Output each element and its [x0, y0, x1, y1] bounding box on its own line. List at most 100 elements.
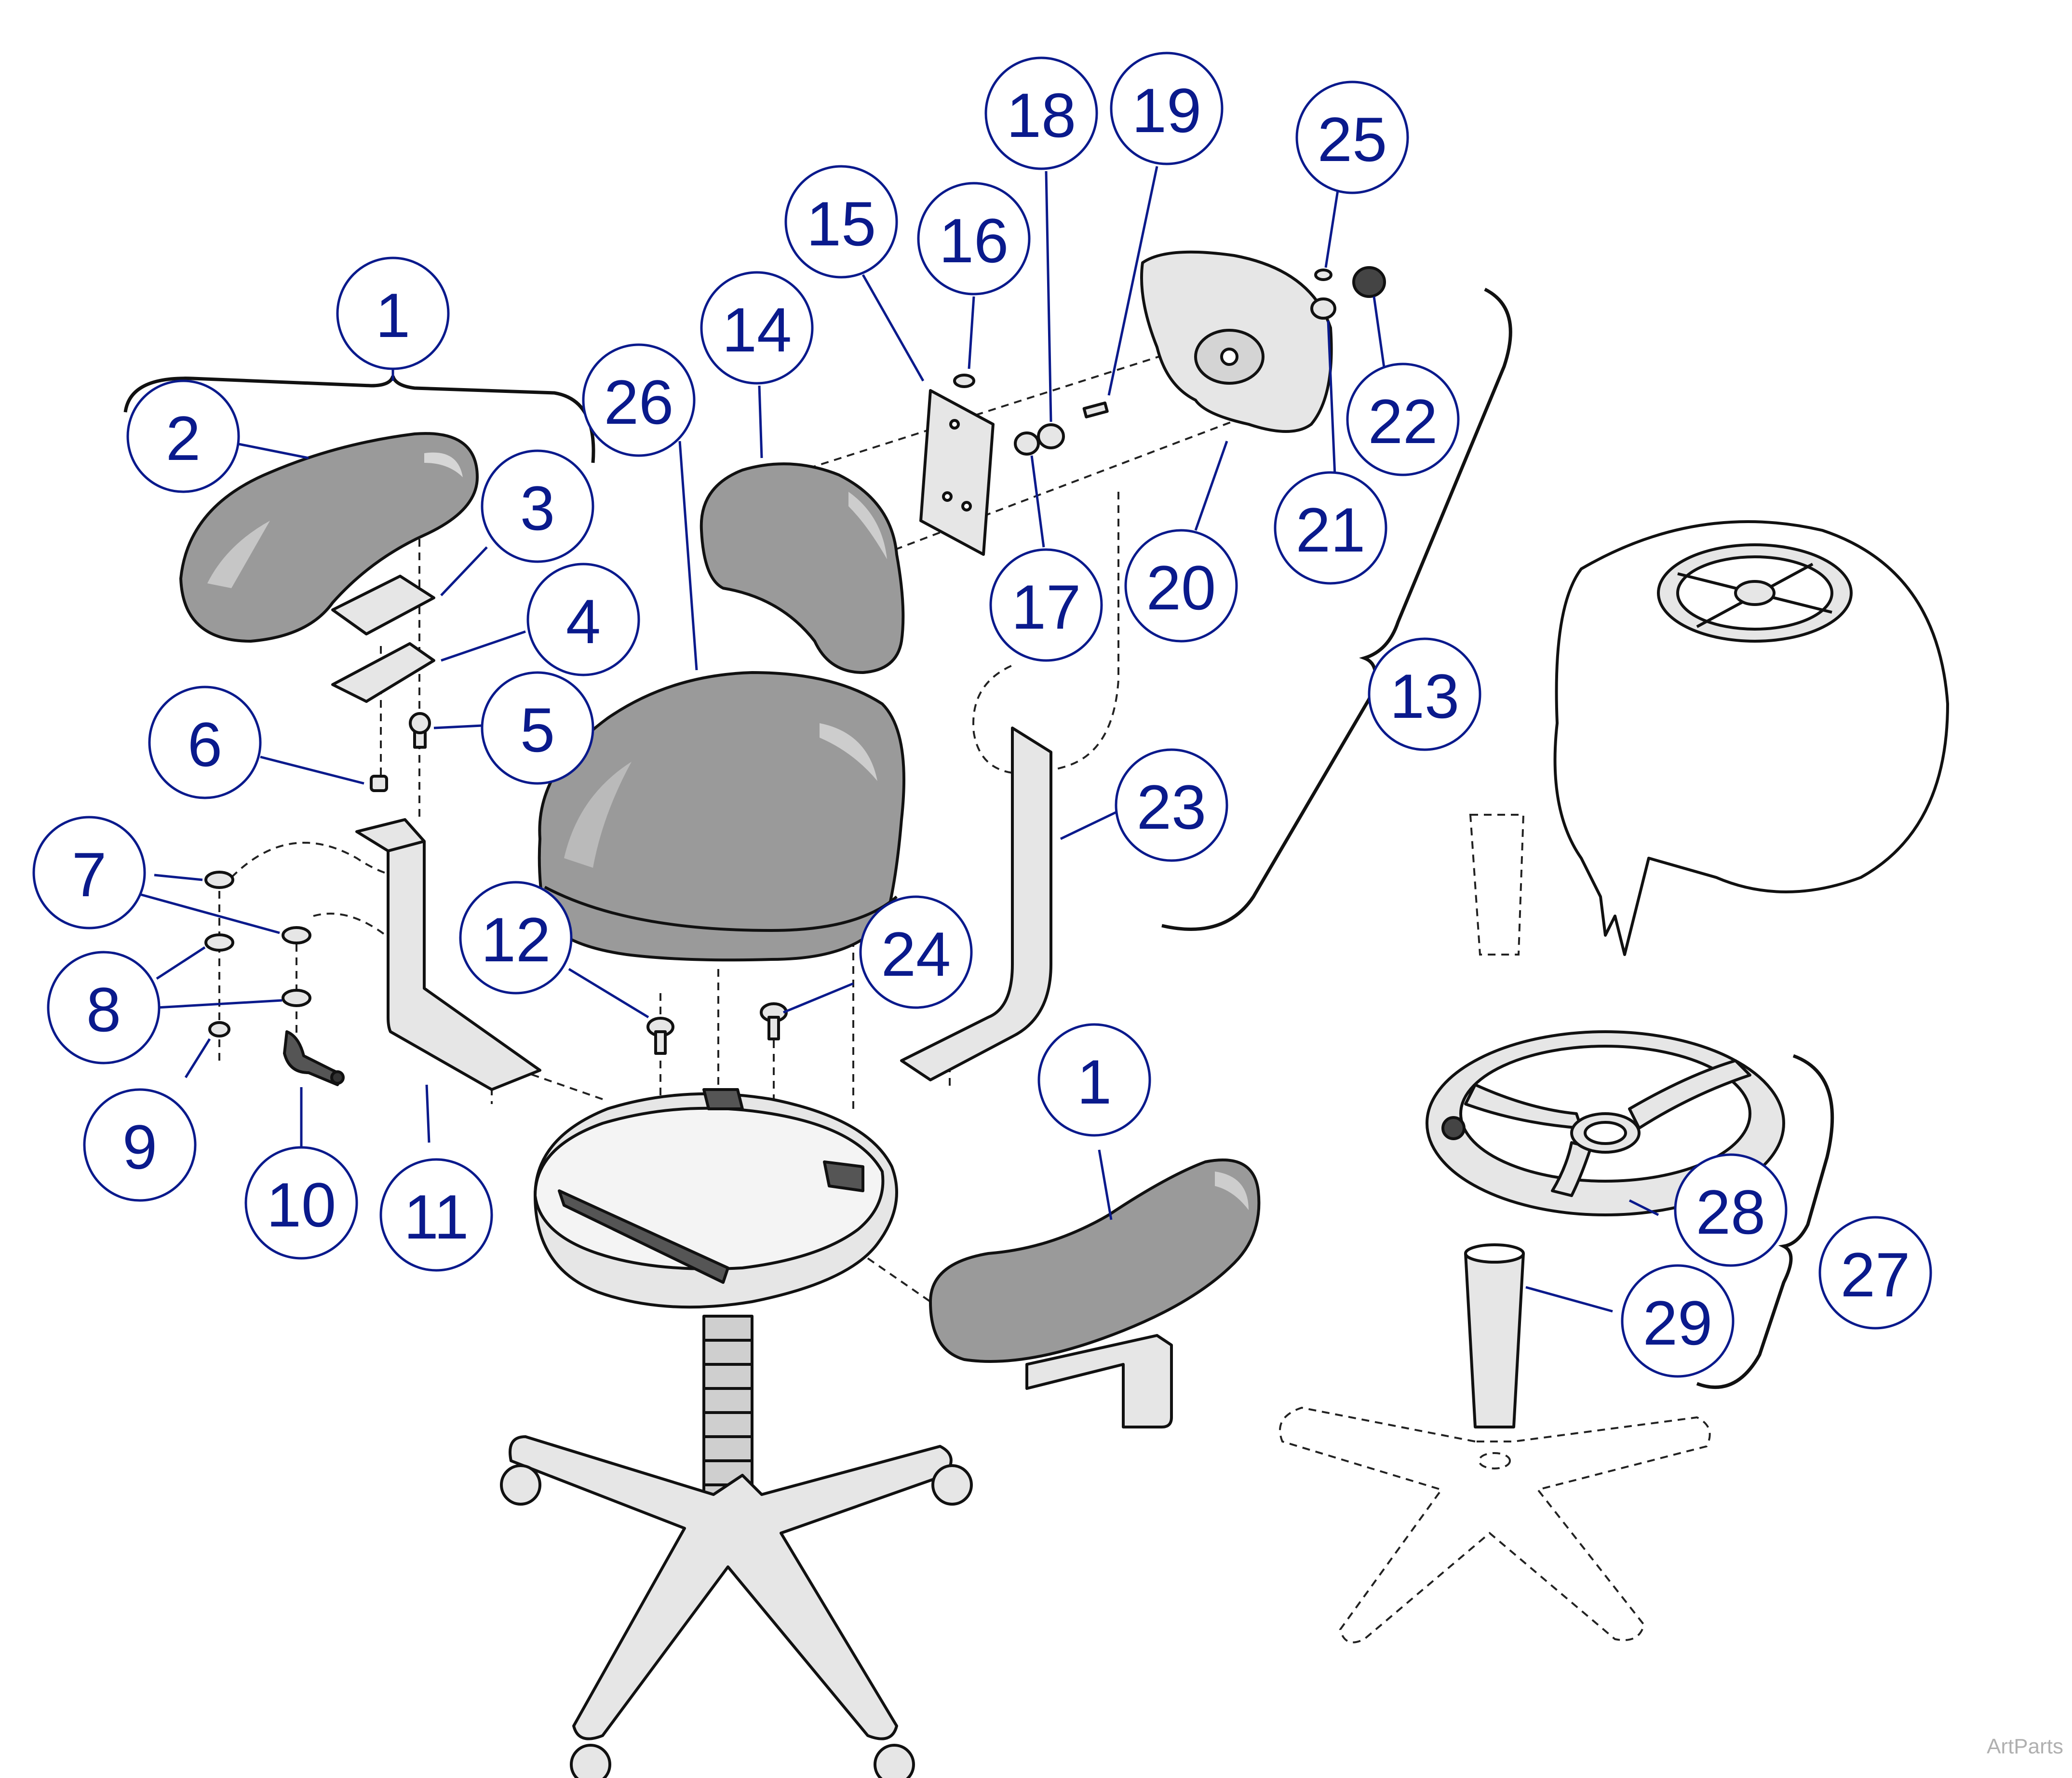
group-brace-27: [1696, 1054, 1834, 1389]
callout-1: 1: [1037, 1023, 1151, 1137]
callout-11: 11: [379, 1158, 493, 1272]
callout-circle: [1124, 529, 1238, 643]
callout-9: 9: [83, 1088, 197, 1202]
callout-17: 17: [989, 548, 1103, 662]
callout-circle: [126, 379, 240, 493]
callout-number: 5: [520, 695, 555, 765]
callout-1: 1: [336, 256, 450, 370]
callout-circle: [700, 271, 814, 385]
callout-12: 12: [459, 881, 573, 995]
callout-number: 25: [1318, 104, 1387, 175]
callout-number: 28: [1696, 1177, 1766, 1247]
callout-18: 18: [984, 56, 1098, 170]
adjustment-lever-part-10: [283, 1030, 345, 1086]
screw-part-19: [1082, 401, 1109, 418]
callout-number: 21: [1296, 495, 1366, 565]
callout-number: 14: [722, 295, 792, 365]
callout-circle: [481, 671, 594, 785]
callout-number: 13: [1390, 661, 1460, 731]
callout-circle: [1621, 1264, 1735, 1378]
callout-number: 18: [1007, 80, 1076, 150]
callout-number: 1: [376, 280, 410, 350]
callout-number: 11: [404, 1182, 469, 1252]
callout-circle: [459, 881, 573, 995]
callout-number: 15: [807, 189, 876, 259]
callout-circle: [526, 563, 640, 676]
callout-number: 23: [1137, 772, 1207, 842]
screw-part-24: [760, 1002, 788, 1040]
backrest-bracket: [900, 727, 1052, 1081]
washer-part-17: [1014, 431, 1040, 456]
callout-27: 27: [1818, 1216, 1932, 1330]
callout-circle: [859, 895, 973, 1009]
group-brace-13: [1161, 287, 1512, 931]
callout-number: 22: [1368, 386, 1438, 457]
washer-stack-right: [282, 926, 311, 1007]
callout-23: 23: [1115, 748, 1228, 862]
callout-25: 25: [1295, 81, 1409, 194]
callout-3: 3: [481, 449, 594, 563]
screw-part-5: [409, 712, 431, 749]
callout-circle: [582, 343, 696, 457]
arm-pad-left: [179, 432, 479, 643]
callout-circle: [1037, 1023, 1151, 1137]
callout-circle: [379, 1158, 493, 1272]
ghost-base: [1279, 1406, 1711, 1643]
callout-circle: [148, 686, 262, 799]
ghost-cylinder: [1469, 814, 1525, 956]
arm-bracket-left: [355, 818, 541, 1091]
callout-number: 16: [939, 205, 1009, 276]
callout-number: 17: [1011, 572, 1081, 642]
mounting-plate-lower: [331, 642, 435, 703]
callout-8: 8: [47, 951, 161, 1064]
callout-circle: [336, 256, 450, 370]
callout-13: 13: [1368, 637, 1481, 751]
washer-stack-left: [204, 871, 234, 1037]
callout-15: 15: [784, 165, 898, 279]
callout-circle: [1295, 81, 1409, 194]
callout-circle: [1115, 748, 1228, 862]
callout-7: 7: [32, 816, 146, 929]
seat-cushion: [538, 671, 905, 962]
callout-number: 19: [1132, 75, 1202, 146]
arm-pad-right: [929, 1158, 1261, 1428]
callout-circle: [984, 56, 1098, 170]
callout-circle: [1110, 52, 1224, 165]
callout-28: 28: [1674, 1153, 1788, 1267]
backrest-plate: [919, 389, 995, 556]
leader-lines: [139, 166, 1659, 1313]
callout-number: 29: [1643, 1288, 1713, 1358]
callout-26: 26: [582, 343, 696, 457]
callout-6: 6: [148, 686, 262, 799]
callout-circle: [1368, 637, 1481, 751]
callout-number: 8: [86, 974, 121, 1045]
callout-circle: [989, 548, 1103, 662]
callout-29: 29: [1621, 1264, 1735, 1378]
callout-number: 27: [1841, 1239, 1911, 1310]
callout-number: 3: [520, 473, 555, 543]
callout-22: 22: [1346, 363, 1460, 476]
callout-number: 26: [604, 367, 674, 437]
callout-circle: [32, 816, 146, 929]
watermark-label: ArtParts: [1987, 1735, 2063, 1758]
knob-part-22: [1352, 266, 1386, 298]
callout-10: 10: [244, 1146, 358, 1260]
screw-part-12: [646, 1017, 674, 1055]
callout-number: 6: [188, 709, 222, 780]
callout-20: 20: [1124, 529, 1238, 643]
callout-19: 19: [1110, 52, 1224, 165]
nut-part-6: [370, 775, 388, 792]
callout-circle: [1818, 1216, 1932, 1330]
seat-pan: [534, 1088, 898, 1309]
callout-number: 20: [1146, 552, 1216, 623]
callout-number: 1: [1077, 1047, 1112, 1117]
callout-number: 7: [72, 839, 107, 910]
screw-part-25: [1314, 269, 1332, 281]
callout-5: 5: [481, 671, 594, 785]
callout-number: 12: [481, 904, 551, 975]
callout-16: 16: [917, 182, 1031, 296]
callout-circle: [1274, 471, 1387, 585]
callout-circle: [784, 165, 898, 279]
